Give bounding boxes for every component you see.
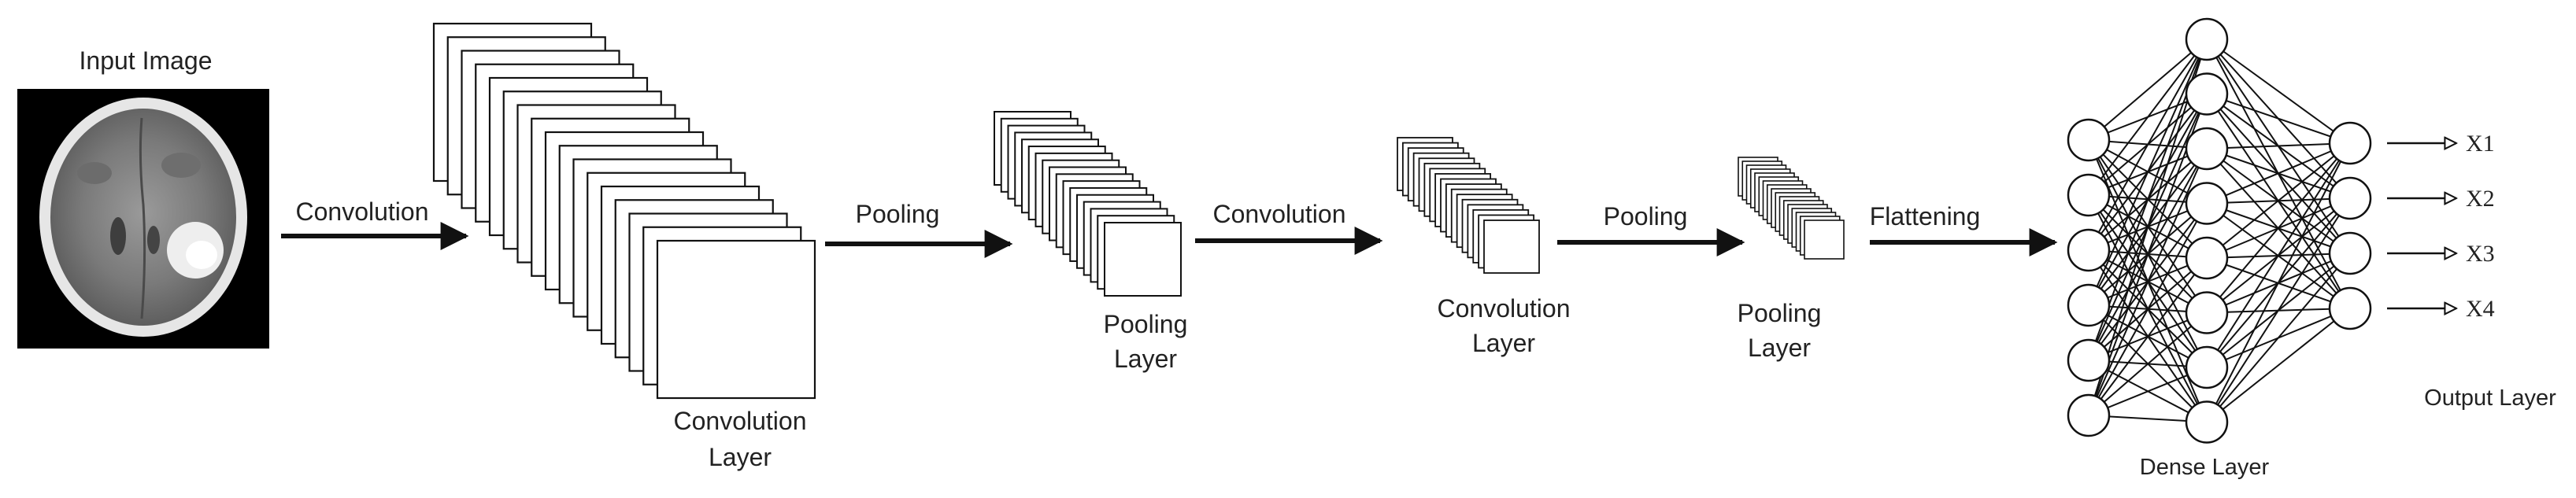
connection xyxy=(2088,257,2208,416)
convolution-layer-2-label-line2: Layer xyxy=(1472,329,1535,357)
connection xyxy=(2206,39,2351,144)
dense-neuron xyxy=(2185,17,2229,61)
dense-layer-label: Dense Layer xyxy=(2140,455,2270,480)
pooling-layer-1-feature-map xyxy=(1104,222,1182,297)
output-arrows xyxy=(2387,143,2456,308)
pooling-layer-2-feature-map xyxy=(1804,219,1845,260)
output-neuron xyxy=(2328,231,2372,275)
output-name-4: X4 xyxy=(2466,296,2495,322)
output-neuron xyxy=(2328,286,2372,330)
dense-neuron xyxy=(2067,173,2111,217)
output-layer-label: Output Layer xyxy=(2424,385,2556,411)
pooling-step-label-1: Pooling xyxy=(856,200,940,228)
pooling-layer-2-feature-maps xyxy=(1738,157,1845,260)
output-name-2: X2 xyxy=(2466,186,2495,212)
dense-neuron xyxy=(2185,236,2229,280)
connection xyxy=(2088,39,2208,196)
connection xyxy=(2206,142,2351,259)
convolution-layer-2-label-line1: Convolution xyxy=(1438,294,1571,323)
convolution-layer-1-label-line2: Layer xyxy=(709,443,772,471)
connection xyxy=(2088,312,2208,416)
convolution-layer-2-feature-map xyxy=(1483,219,1540,274)
connection xyxy=(2206,142,2351,205)
dense-neuron xyxy=(2185,345,2229,389)
dense-neuron xyxy=(2067,283,2111,327)
pooling-step-label-2: Pooling xyxy=(1604,202,1688,231)
connection xyxy=(2088,203,2208,416)
convolution-layer-1-feature-maps xyxy=(432,22,816,400)
dense-neuron xyxy=(2067,228,2111,272)
pooling-layer-1-label-line1: Pooling xyxy=(1104,310,1188,338)
dense-neuron xyxy=(2067,338,2111,382)
input-ct-scan-image xyxy=(17,89,269,349)
dense-neuron xyxy=(2185,400,2229,444)
output-name-3: X3 xyxy=(2466,241,2495,267)
connection xyxy=(2088,39,2208,306)
convolution-layer-1-label-line1: Convolution xyxy=(674,407,807,435)
dense-neuron xyxy=(2067,118,2111,162)
convolution-step-label-2: Convolution xyxy=(1213,200,1346,228)
connection xyxy=(2206,142,2351,422)
convolution-layer-2-feature-maps xyxy=(1397,137,1540,274)
dense-neuron xyxy=(2185,291,2229,334)
connection xyxy=(2206,142,2351,149)
convolution-layer-1-feature-map xyxy=(656,239,816,400)
connection xyxy=(2206,253,2351,423)
dense-neuron xyxy=(2067,393,2111,437)
pooling-layer-1-label-line2: Layer xyxy=(1114,345,1177,373)
output-neuron xyxy=(2328,121,2372,165)
output-neuron xyxy=(2328,176,2372,220)
pooling-layer-2-label-line2: Layer xyxy=(1748,334,1811,362)
connection xyxy=(2206,308,2351,423)
connection xyxy=(2206,142,2351,368)
dense-neuron xyxy=(2185,127,2229,171)
pooling-layer-2-label-line1: Pooling xyxy=(1738,299,1822,327)
connection xyxy=(2206,93,2351,144)
pooling-layer-1-feature-maps xyxy=(994,111,1182,297)
flattening-step-label: Flattening xyxy=(1870,202,1981,231)
connection xyxy=(2206,142,2351,314)
convolution-step-label-1: Convolution xyxy=(296,197,429,226)
connection xyxy=(2088,39,2208,251)
input-image-title: Input Image xyxy=(80,46,213,75)
connection xyxy=(2088,148,2208,416)
output-name-1: X1 xyxy=(2466,131,2495,157)
dense-neuron xyxy=(2185,182,2229,225)
dense-neuron xyxy=(2185,72,2229,116)
connection xyxy=(2206,197,2351,423)
connection xyxy=(2088,39,2208,141)
dense-network-neurons xyxy=(2067,17,2372,444)
